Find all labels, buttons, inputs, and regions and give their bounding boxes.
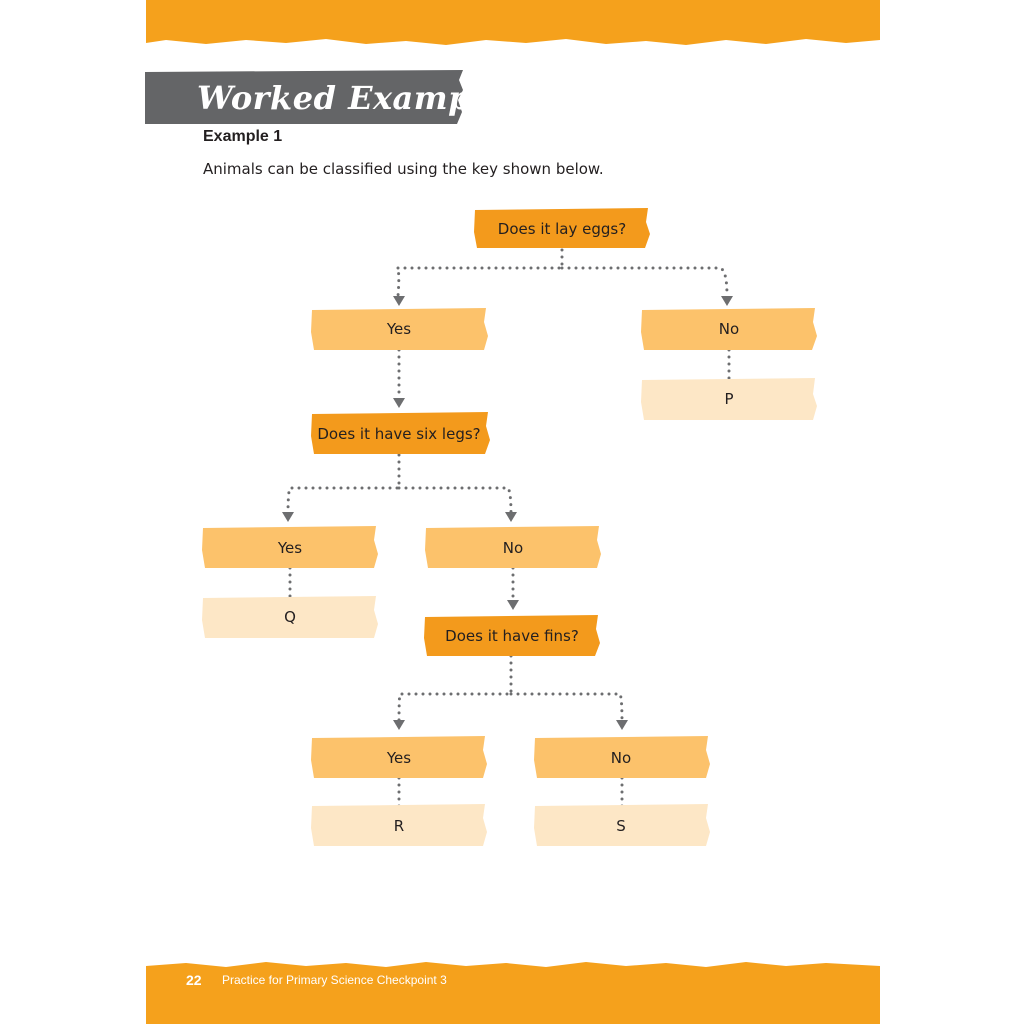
arrowhead-q2: [393, 398, 405, 408]
answer-fins-no: No: [534, 736, 710, 778]
connector-q2-branch: [286, 453, 513, 516]
footer-book-title: Practice for Primary Science Checkpoint …: [222, 973, 447, 987]
top-decorative-band: [146, 0, 880, 48]
arrowhead-q1-no: [721, 296, 733, 306]
answer-six-legs-yes: Yes: [202, 526, 378, 568]
answer-lay-eggs-yes-label: Yes: [386, 320, 411, 338]
footer-page-number: 22: [186, 972, 202, 988]
answer-fins-yes-label: Yes: [386, 749, 411, 767]
arrowhead-q2-yes: [282, 512, 294, 522]
leaf-r: R: [311, 804, 487, 846]
question-six-legs-label: Does it have six legs?: [317, 425, 480, 443]
answer-six-legs-no: No: [425, 526, 601, 568]
arrowhead-q1-yes: [393, 296, 405, 306]
leaf-p: P: [641, 378, 817, 420]
question-lay-eggs-label: Does it lay eggs?: [498, 220, 626, 238]
arrowhead-q2-no: [505, 512, 517, 522]
leaf-q-label: Q: [284, 608, 296, 626]
answer-lay-eggs-yes: Yes: [311, 308, 488, 350]
question-six-legs: Does it have six legs?: [311, 412, 490, 454]
question-lay-eggs: Does it lay eggs?: [474, 208, 650, 248]
answer-six-legs-yes-label: Yes: [277, 539, 302, 557]
leaf-s-label: S: [616, 817, 626, 835]
banner-title: Worked Examples: [197, 79, 524, 117]
connector-q3-branch: [397, 654, 624, 724]
arrowhead-q3-no: [616, 720, 628, 730]
worked-examples-banner: Worked Examples: [145, 70, 523, 126]
question-fins: Does it have fins?: [424, 615, 600, 656]
leaf-s: S: [534, 804, 710, 846]
example-heading: Example 1: [203, 128, 283, 145]
connector-q1-branch: [392, 248, 729, 298]
leaf-r-label: R: [394, 817, 404, 835]
answer-lay-eggs-no: No: [641, 308, 817, 350]
leaf-q: Q: [202, 596, 378, 638]
answer-lay-eggs-no-label: No: [719, 320, 739, 338]
answer-six-legs-no-label: No: [503, 539, 523, 557]
arrowhead-q3-yes: [393, 720, 405, 730]
answer-fins-no-label: No: [611, 749, 631, 767]
intro-text: Animals can be classified using the key …: [203, 160, 604, 178]
leaf-p-label: P: [724, 390, 733, 408]
question-fins-label: Does it have fins?: [445, 627, 579, 645]
answer-fins-yes: Yes: [311, 736, 487, 778]
bottom-footer-band: [146, 958, 880, 1024]
arrowhead-q3: [507, 600, 519, 610]
